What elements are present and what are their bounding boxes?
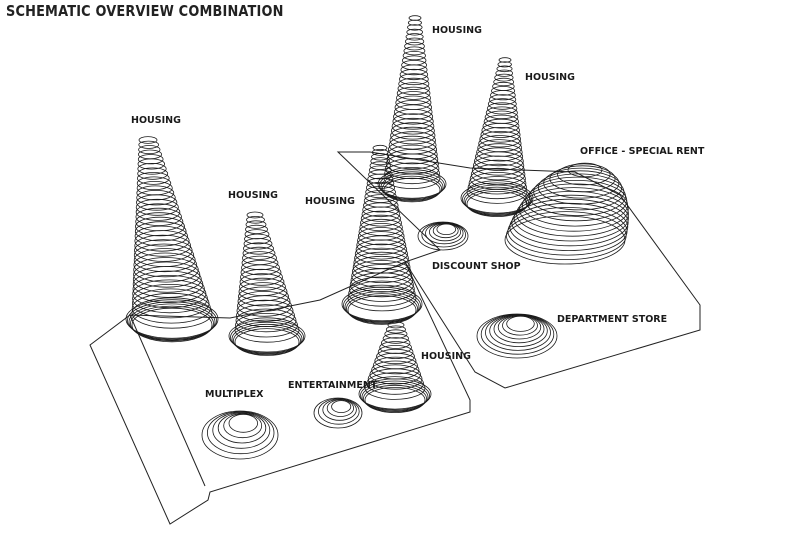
housing-tower-3 <box>341 144 423 325</box>
housing-tower-6 <box>358 321 432 413</box>
entertainment-mound <box>313 397 363 429</box>
multiplex-mound <box>201 410 279 460</box>
housing-tower-2 <box>228 211 306 356</box>
label-entertainment: ENTERTAINMENT <box>288 380 378 391</box>
department-store-mound <box>476 313 558 359</box>
label-housing-6: HOUSING <box>421 351 471 362</box>
label-office-special-rent: OFFICE - SPECIAL RENT <box>580 146 705 157</box>
label-housing-5: HOUSING <box>525 72 575 83</box>
left-site-plate <box>89 261 471 525</box>
label-housing-1: HOUSING <box>131 115 181 126</box>
massing-shapes <box>125 15 629 460</box>
label-multiplex: MULTIPLEX <box>205 389 264 400</box>
label-discount-shop: DISCOUNT SHOP <box>432 261 521 272</box>
label-department-store: DEPARTMENT STORE <box>557 314 667 325</box>
label-housing-3: HOUSING <box>305 196 355 207</box>
housing-tower-5 <box>460 57 534 217</box>
discount-shop-mound <box>417 221 469 251</box>
left-plate-inner-line <box>129 314 206 487</box>
diagram-title: SCHEMATIC OVERVIEW COMBINATION <box>6 2 284 20</box>
housing-tower-4 <box>377 15 447 203</box>
label-housing-4: HOUSING <box>432 25 482 36</box>
right-site-plate <box>336 151 701 389</box>
housing-tower-1 <box>125 136 219 343</box>
office-special-rent-mass <box>504 162 629 265</box>
label-housing-2: HOUSING <box>228 190 278 201</box>
